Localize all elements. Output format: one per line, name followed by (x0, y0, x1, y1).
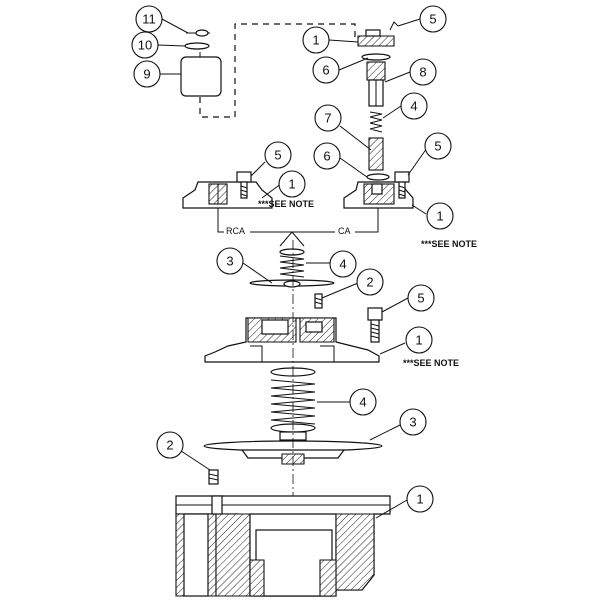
pilot-tube-part (361, 53, 391, 107)
see-note-right-block: ***SEE NOTE (421, 239, 477, 249)
pilot-spring-part (369, 111, 383, 133)
svg-text:1: 1 (416, 492, 423, 507)
pilot-cap-part (357, 21, 399, 47)
callout-11: 11 (135, 5, 163, 33)
svg-text:5: 5 (434, 139, 441, 154)
svg-text:2: 2 (166, 438, 173, 453)
callout-9: 9 (133, 60, 161, 88)
svg-text:5: 5 (417, 291, 424, 306)
left-pilot-block (182, 181, 273, 209)
oring-part (366, 173, 390, 181)
pin-part (186, 29, 210, 37)
coil-part (180, 52, 222, 97)
small-spring-part (279, 248, 305, 278)
see-note-cover: ***SEE NOTE (403, 358, 459, 368)
svg-text:6: 6 (323, 149, 330, 164)
callout-3-small-diaphragm: 3 (216, 247, 244, 275)
cover-screw-part (367, 307, 383, 343)
svg-text:8: 8 (419, 65, 426, 80)
rca-tag: RCA (226, 226, 245, 236)
see-note-left-block: ***SEE NOTE (258, 199, 314, 209)
callout-3-main-diaphragm: 3 (399, 408, 427, 436)
spring-junction-lines (279, 231, 305, 247)
svg-text:3: 3 (226, 254, 233, 269)
ca-line (292, 208, 379, 233)
callout-10: 10 (131, 31, 159, 59)
rca-line (217, 208, 292, 233)
callout-4-main-spring: 4 (349, 388, 377, 416)
svg-text:1: 1 (415, 333, 422, 348)
right-screw-part (394, 171, 410, 199)
callout-2-lower-pin: 2 (156, 431, 184, 459)
callout-4-small-spring: 4 (329, 250, 357, 278)
wiring-dashed-line (199, 23, 356, 118)
callout-7: 7 (314, 104, 342, 132)
svg-text:4: 4 (359, 395, 366, 410)
lower-pin-part (208, 469, 219, 485)
callout-5-left-block: 5 (264, 141, 292, 169)
callout-1-valve-body: 1 (406, 485, 434, 513)
svg-text:1: 1 (436, 209, 443, 224)
callout-6-upper: 6 (312, 56, 340, 84)
callout-5-pilot-cap: 5 (419, 5, 447, 33)
svg-text:3: 3 (409, 415, 416, 430)
left-screw-part (236, 171, 252, 199)
valve-body-part (175, 495, 391, 597)
svg-text:10: 10 (138, 38, 152, 53)
callout-1-pilot-cap: 1 (302, 26, 330, 54)
ca-tag: CA (338, 226, 351, 236)
svg-text:7: 7 (324, 111, 331, 126)
right-pilot-block (343, 181, 414, 209)
callout-1-right-block: 1 (426, 202, 454, 230)
svg-text:2: 2 (366, 275, 373, 290)
callout-4-pilot-spring: 4 (400, 92, 428, 120)
small-diaphragm-part (249, 279, 335, 288)
callout-2-small-pin: 2 (356, 268, 384, 296)
svg-text:9: 9 (143, 67, 150, 82)
svg-text:4: 4 (410, 99, 417, 114)
callout-1-cover: 1 (405, 326, 433, 354)
ring-part (184, 42, 210, 50)
svg-text:5: 5 (429, 12, 436, 27)
svg-text:4: 4 (339, 257, 346, 272)
callout-6-lower: 6 (313, 142, 341, 170)
cover-body-part (204, 317, 380, 363)
svg-text:6: 6 (322, 63, 329, 78)
callout-5-cover-screw: 5 (407, 284, 435, 312)
callout-1-left-block: 1 (278, 170, 306, 198)
svg-text:1: 1 (288, 177, 295, 192)
plunger-part (368, 137, 384, 171)
svg-text:5: 5 (274, 148, 281, 163)
callout-8: 8 (409, 58, 437, 86)
svg-text:1: 1 (312, 33, 319, 48)
small-pin-part (314, 293, 323, 309)
callout-5-right-block: 5 (424, 132, 452, 160)
svg-text:11: 11 (142, 12, 156, 27)
